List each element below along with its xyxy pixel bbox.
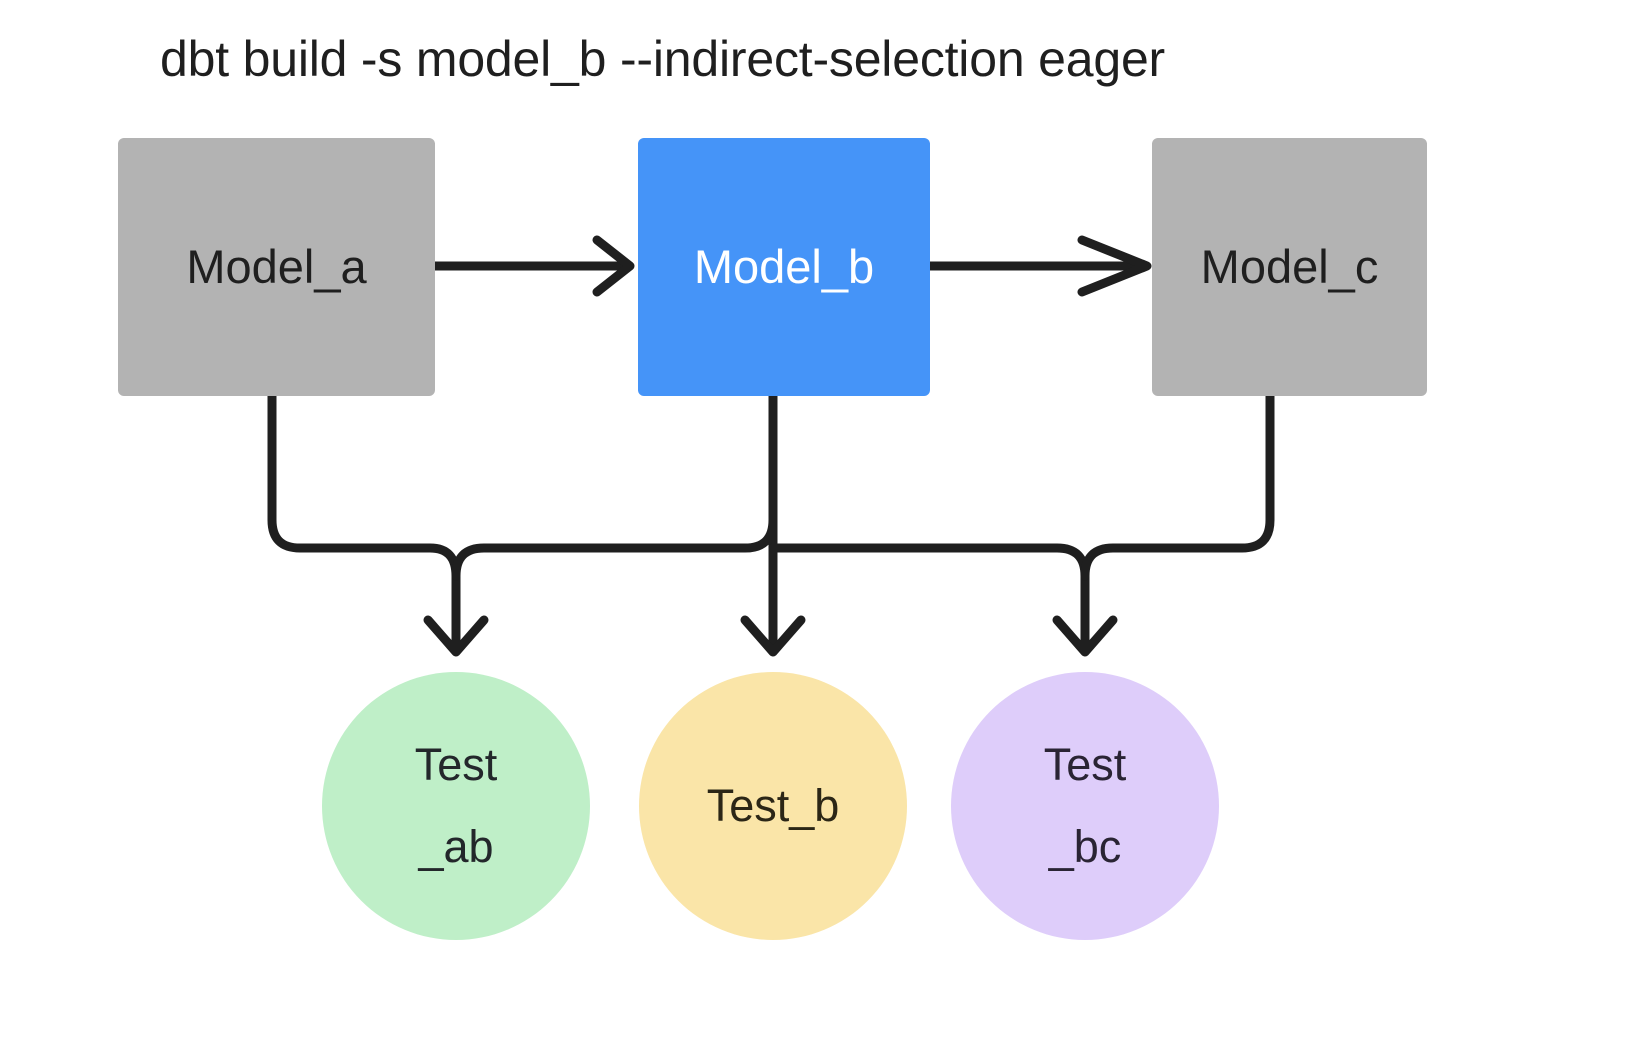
edge-model-b-to-model-c xyxy=(925,235,1152,297)
page-title: dbt build -s model_b --indirect-selectio… xyxy=(160,31,1166,87)
node-model-a-label: Model_a xyxy=(186,240,367,293)
node-test-bc-label-line2: _bc xyxy=(1048,821,1122,872)
edge-model-a-to-test-ab xyxy=(267,391,489,657)
edge-model-b-to-test-b xyxy=(740,391,806,657)
node-model-c[interactable]: Model_c xyxy=(1152,138,1427,396)
node-test-b[interactable]: Test_b xyxy=(639,672,907,940)
edge-model-c-to-test-bc xyxy=(1080,391,1275,581)
edge-model-b-to-test-bc xyxy=(768,543,1118,657)
node-test-b-label-line1: Test_b xyxy=(706,780,840,831)
edge-model-b-to-test-ab xyxy=(451,391,778,581)
node-model-b-label: Model_b xyxy=(693,240,875,293)
node-model-b[interactable]: Model_b xyxy=(638,138,930,396)
node-test-ab-label-line1: Test xyxy=(414,739,498,790)
node-model-c-label: Model_c xyxy=(1200,240,1379,293)
node-test-ab-label-line2: _ab xyxy=(418,821,494,872)
node-model-a[interactable]: Model_a xyxy=(118,138,435,396)
node-test-bc-label-line1: Test xyxy=(1043,739,1127,790)
edge-model-a-to-model-b xyxy=(430,235,635,297)
node-test-ab[interactable]: Test _ab xyxy=(322,672,590,940)
node-test-bc[interactable]: Test _bc xyxy=(951,672,1219,940)
